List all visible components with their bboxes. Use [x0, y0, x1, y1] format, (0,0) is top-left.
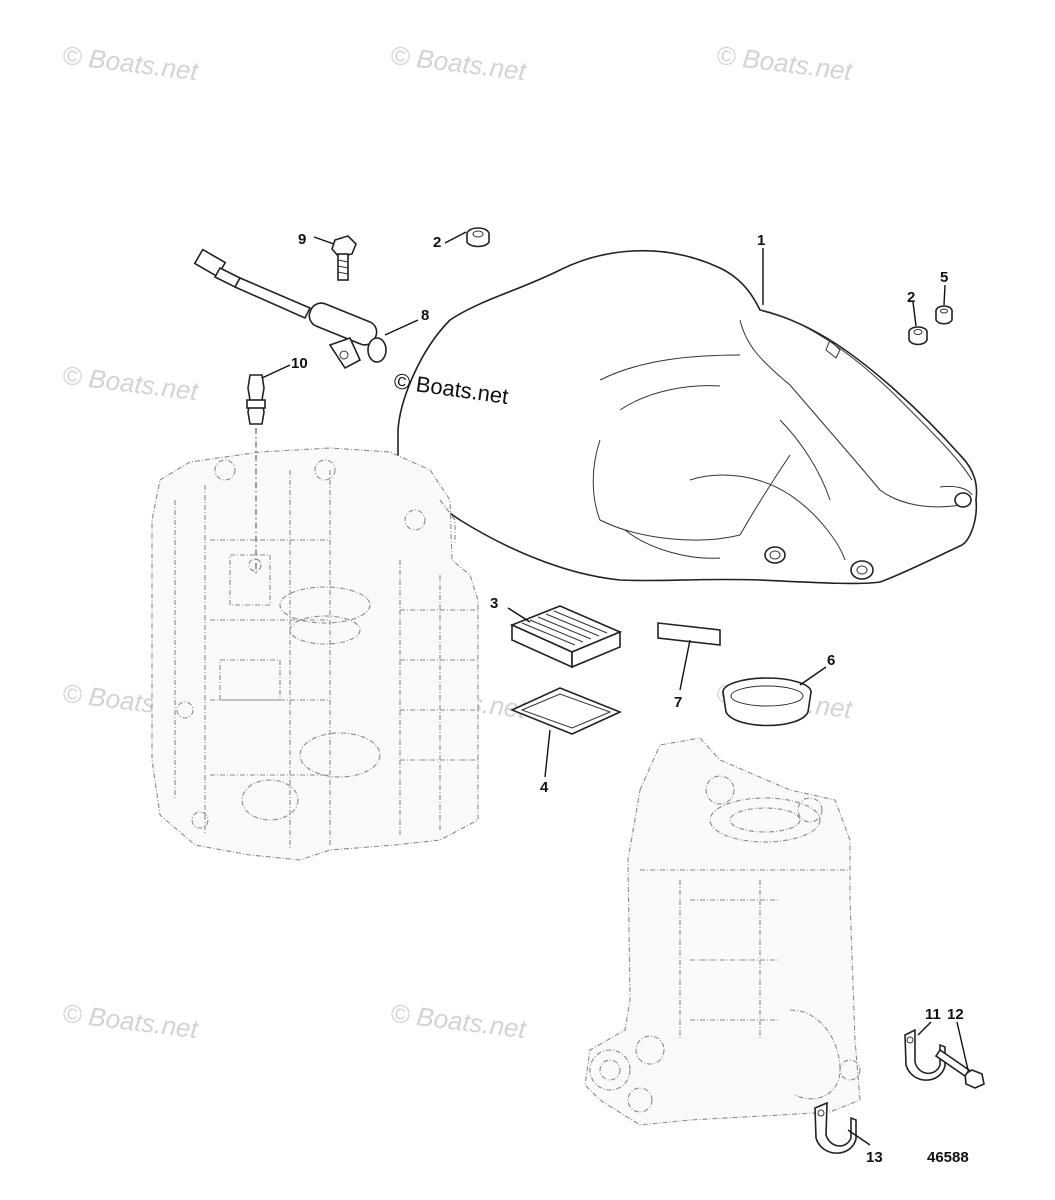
callout-11: 11: [925, 1006, 941, 1023]
grommet[interactable]: [466, 227, 490, 248]
screw[interactable]: [331, 235, 357, 281]
callout-13: 13: [866, 1149, 883, 1166]
air-filter[interactable]: [509, 605, 623, 669]
callout-8: 8: [421, 307, 429, 324]
intake-silencer-cover[interactable]: [397, 249, 978, 585]
callout-2: 2: [907, 289, 915, 306]
grommet-small[interactable]: [935, 305, 953, 325]
intake-manifold-reference: [584, 737, 861, 1126]
callout-labels: 1 2 2 5 3 4 6 7 8 9 10 11 12 13: [291, 231, 964, 1166]
callout-4: 4: [540, 779, 549, 796]
powerhead-block-reference: [151, 447, 479, 861]
grommet[interactable]: [908, 326, 928, 346]
callout-1: 1: [757, 232, 765, 249]
bolt[interactable]: [934, 1048, 985, 1089]
diagram-number: 46588: [927, 1149, 969, 1166]
filter-gasket[interactable]: [509, 687, 623, 735]
callout-2: 2: [433, 234, 441, 251]
hose-fitting[interactable]: [246, 374, 266, 425]
sensor-with-lead[interactable]: [193, 248, 387, 370]
callout-5: 5: [940, 269, 948, 286]
leader-lines: [261, 231, 969, 1146]
callout-9: 9: [298, 231, 306, 248]
clamp[interactable]: [904, 1028, 946, 1081]
clamp[interactable]: [814, 1101, 857, 1154]
decal[interactable]: [657, 622, 721, 646]
callout-6: 6: [827, 652, 835, 669]
callout-12: 12: [947, 1006, 964, 1023]
callout-7: 7: [674, 694, 682, 711]
seal-ring[interactable]: [722, 677, 812, 727]
callout-3: 3: [490, 595, 498, 612]
callout-10: 10: [291, 355, 308, 372]
